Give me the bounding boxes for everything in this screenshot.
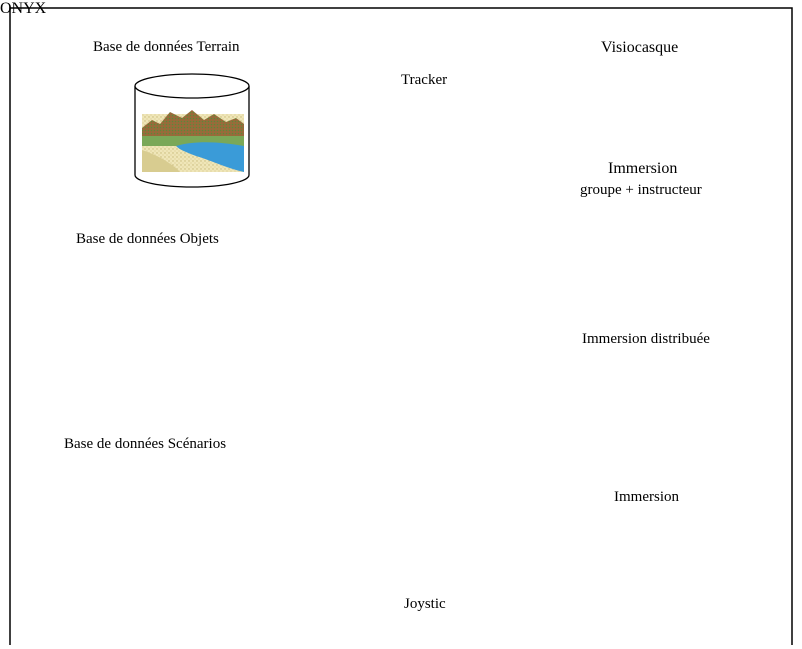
- frame-border: [9, 7, 793, 645]
- label-tracker: Tracker: [401, 72, 448, 88]
- label-immersion-groupe-2: groupe + instructeur: [580, 182, 702, 198]
- label-immersion: Immersion: [614, 489, 679, 505]
- terrain-database-cylinder-icon: [134, 73, 250, 188]
- label-joystic: Joystic: [404, 596, 446, 612]
- label-scenarios: Base de données Scénarios: [64, 436, 227, 452]
- label-terrain: Base de données Terrain: [93, 39, 240, 55]
- label-objets: Base de données Objets: [76, 231, 219, 247]
- label-immersion-groupe-1: Immersion: [608, 160, 678, 177]
- label-immersion-distribuee: Immersion distribuée: [582, 331, 710, 347]
- label-visiocasque: Visiocasque: [601, 39, 679, 56]
